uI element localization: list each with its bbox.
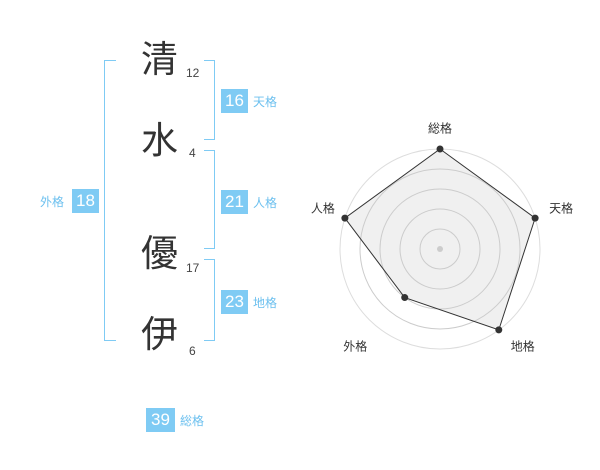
jinkaku-value: 21 [221, 190, 248, 214]
radar-ring [419, 228, 461, 270]
name-char-2: 水 [141, 119, 178, 162]
stroke-count-1: 12 [186, 66, 200, 80]
chikaku-bracket [204, 259, 215, 341]
radar-axis-label: 外格 [343, 338, 367, 353]
radar-axis-label: 人格 [311, 201, 335, 216]
radar-axis-label: 天格 [549, 201, 573, 216]
radar-center-dot [437, 246, 443, 252]
gaikaku-value: 18 [72, 189, 99, 213]
radar-series-line [344, 148, 536, 331]
tenkaku-label: 天格 [253, 95, 278, 109]
radar-point-3 [495, 326, 503, 334]
soukaku-value: 39 [146, 408, 175, 432]
name-char-4: 伊 [141, 313, 178, 356]
radar-ring [399, 208, 481, 290]
soukaku-label: 総格 [180, 414, 205, 428]
radar-point-5 [341, 214, 349, 222]
radar-point-4 [401, 294, 409, 302]
radar-area-fill [344, 149, 536, 330]
name-char-3: 優 [141, 232, 178, 275]
chikaku-label: 地格 [253, 296, 278, 310]
jinkaku-bracket [204, 150, 215, 249]
stroke-count-2: 4 [189, 146, 196, 160]
radar-point-2 [531, 214, 539, 222]
radar-ring [359, 168, 521, 330]
chikaku-value: 23 [221, 290, 248, 314]
tenkaku-bracket [204, 60, 215, 140]
stroke-count-3: 17 [186, 261, 200, 275]
radar-ring [379, 188, 501, 310]
radar-axis-label: 地格 [511, 338, 535, 353]
radar-point-1 [436, 145, 444, 153]
stroke-count-4: 6 [189, 344, 196, 358]
gaikaku-label: 外格 [40, 195, 65, 209]
name-char-1: 清 [141, 38, 178, 81]
gaikaku-bracket [104, 60, 116, 341]
tenkaku-value: 16 [221, 89, 248, 113]
jinkaku-label: 人格 [253, 196, 278, 210]
radar-axis-label: 総格 [428, 121, 452, 136]
